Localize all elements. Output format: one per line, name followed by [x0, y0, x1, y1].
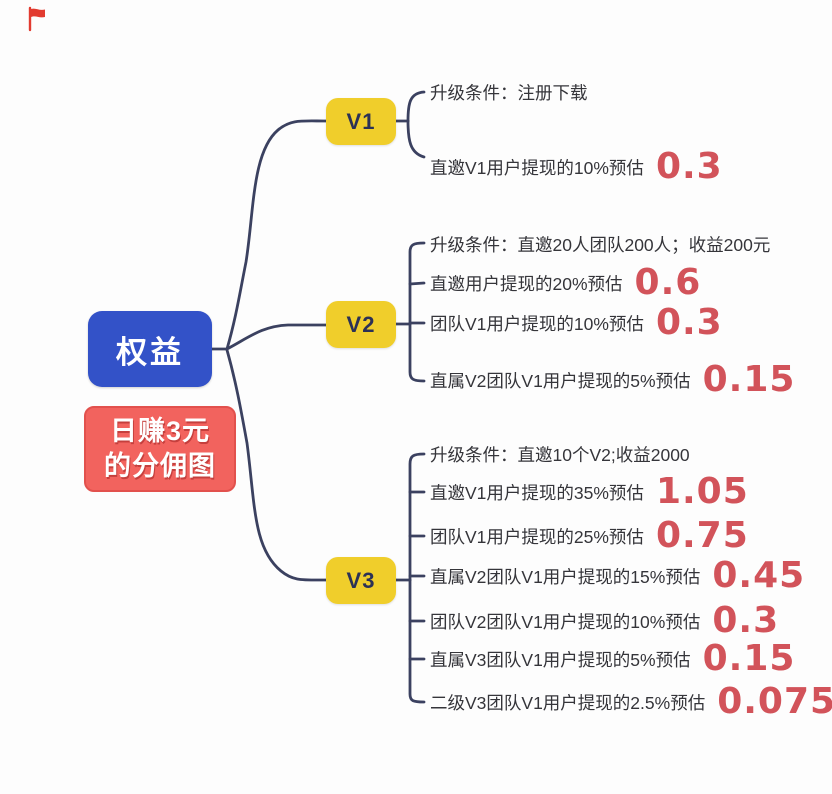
child-topic-v1-1: 直邀V1用户提现的10%预估 0.3 [430, 146, 723, 188]
child-topic-text: 升级条件：直邀10个V2;收益2000 [430, 444, 690, 465]
caption-line2: 的分佣图 [104, 451, 216, 481]
estimate-value: 0.3 [655, 146, 723, 187]
estimate-value: 1.05 [655, 471, 749, 512]
child-topic-v2-2: 团队V1用户提现的10%预估 0.3 [430, 302, 723, 344]
branch-topic-v2-label: V2 [346, 311, 376, 337]
child-topic-text: 团队V2团队V1用户提现的10%预估 [430, 611, 701, 632]
estimate-value: 0.75 [655, 515, 749, 556]
child-topic-text: 直邀用户提现的20%预估 [430, 273, 623, 294]
child-topic-v3-5: 直属V3团队V1用户提现的5%预估 0.15 [430, 638, 795, 680]
child-topic-v2-0: 升级条件：直邀20人团队200人；收益200元 [430, 223, 770, 265]
estimate-value: 0.15 [702, 638, 796, 679]
child-topic-v3-1: 直邀V1用户提现的35%预估 1.05 [430, 471, 749, 513]
child-topic-text: 团队V1用户提现的10%预估 [430, 313, 644, 334]
branch-topic-v3: V3 [326, 557, 396, 604]
estimate-value: 0.3 [712, 600, 780, 641]
root-topic-label: 权益 [116, 334, 184, 370]
child-topic-v2-3: 直属V2团队V1用户提现的5%预估 0.15 [430, 359, 795, 401]
branch-topic-v1: V1 [326, 98, 396, 145]
child-topic-text: 升级条件：直邀20人团队200人；收益200元 [430, 234, 771, 255]
child-topic-v3-0: 升级条件：直邀10个V2;收益2000 [430, 433, 690, 475]
child-topic-v2-1: 直邀用户提现的20%预估 0.6 [430, 262, 701, 304]
estimate-value: 0.45 [712, 555, 806, 596]
estimate-value: 0.6 [634, 262, 702, 303]
root-topic: 权益 [88, 311, 212, 387]
red-flag-icon [28, 6, 45, 32]
estimate-value: 0.075 [717, 681, 832, 722]
estimate-value: 0.3 [655, 302, 723, 343]
estimate-value: 0.15 [702, 359, 796, 400]
caption-line1: 日赚3元 [109, 415, 211, 446]
branch-topic-v1-label: V1 [346, 108, 376, 134]
child-topic-v3-2: 团队V1用户提现的25%预估 0.75 [430, 515, 749, 557]
child-topic-text: 二级V3团队V1用户提现的2.5%预估 [430, 692, 706, 713]
child-topic-text: 直属V2团队V1用户提现的5%预估 [430, 370, 691, 391]
child-topic-text: 直邀V1用户提现的10%预估 [430, 157, 644, 178]
branch-topic-v2: V2 [326, 301, 396, 348]
child-topic-text: 直属V2团队V1用户提现的15%预估 [430, 566, 701, 587]
child-topic-text: 升级条件：注册下载 [430, 82, 588, 103]
child-topic-v1-0: 升级条件：注册下载 [430, 71, 588, 113]
child-topic-v3-4: 团队V2团队V1用户提现的10%预估 0.3 [430, 600, 779, 642]
child-topic-v3-3: 直属V2团队V1用户提现的15%预估 0.45 [430, 555, 805, 597]
branch-topic-v3-label: V3 [346, 567, 376, 593]
child-topic-v3-6: 二级V3团队V1用户提现的2.5%预估 0.075 [430, 681, 832, 723]
child-topic-text: 团队V1用户提现的25%预估 [430, 526, 644, 547]
child-topic-text: 直邀V1用户提现的35%预估 [430, 482, 644, 503]
child-topic-text: 直属V3团队V1用户提现的5%预估 [430, 649, 691, 670]
caption-box: 日赚3元 的分佣图 [84, 406, 236, 492]
